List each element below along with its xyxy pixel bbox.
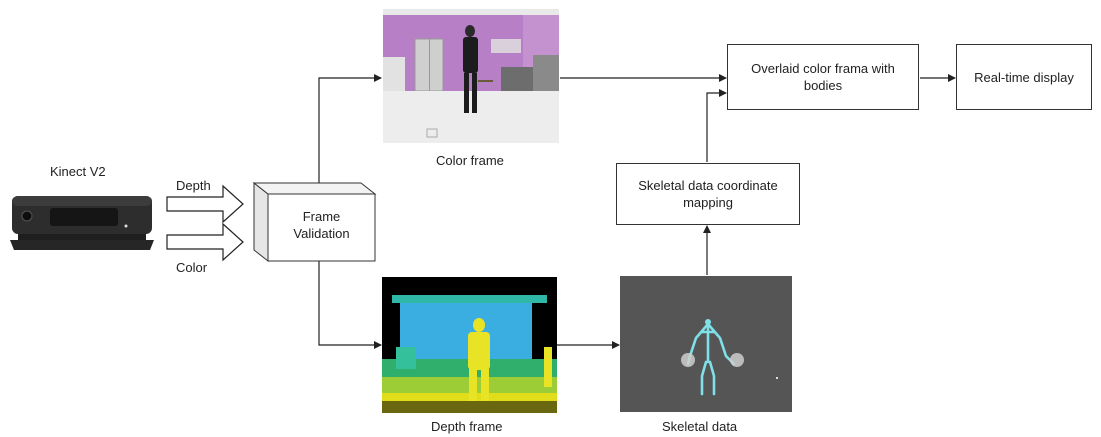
color-frame-caption: Color frame (436, 153, 504, 168)
depth-input-arrow (166, 184, 244, 224)
edge-mapping-to-overlay (706, 89, 727, 162)
edge-validation-to-depth-frame (318, 261, 382, 349)
frame-validation-line2: Validation (293, 226, 350, 241)
display-box: Real-time display (956, 44, 1092, 110)
depth-frame-image (382, 277, 557, 413)
frame-validation-label: Frame Validation (268, 208, 375, 242)
skeletal-data-image (620, 276, 792, 412)
kinect-device-image (10, 196, 154, 250)
depth-input-label: Depth (176, 178, 211, 193)
device-label: Kinect V2 (50, 164, 106, 179)
depth-frame-caption: Depth frame (431, 419, 503, 434)
frame-validation-line1: Frame (302, 209, 341, 224)
color-input-arrow (166, 222, 244, 262)
frame-validation-box (252, 181, 377, 263)
mapping-box: Skeletal data coordinate mapping (616, 163, 800, 225)
edge-validation-to-color-frame (318, 74, 382, 183)
overlay-box: Overlaid color frama with bodies (727, 44, 919, 110)
skeletal-data-caption: Skeletal data (662, 419, 738, 434)
color-input-label: Color (176, 260, 208, 275)
color-frame-image (383, 9, 559, 143)
